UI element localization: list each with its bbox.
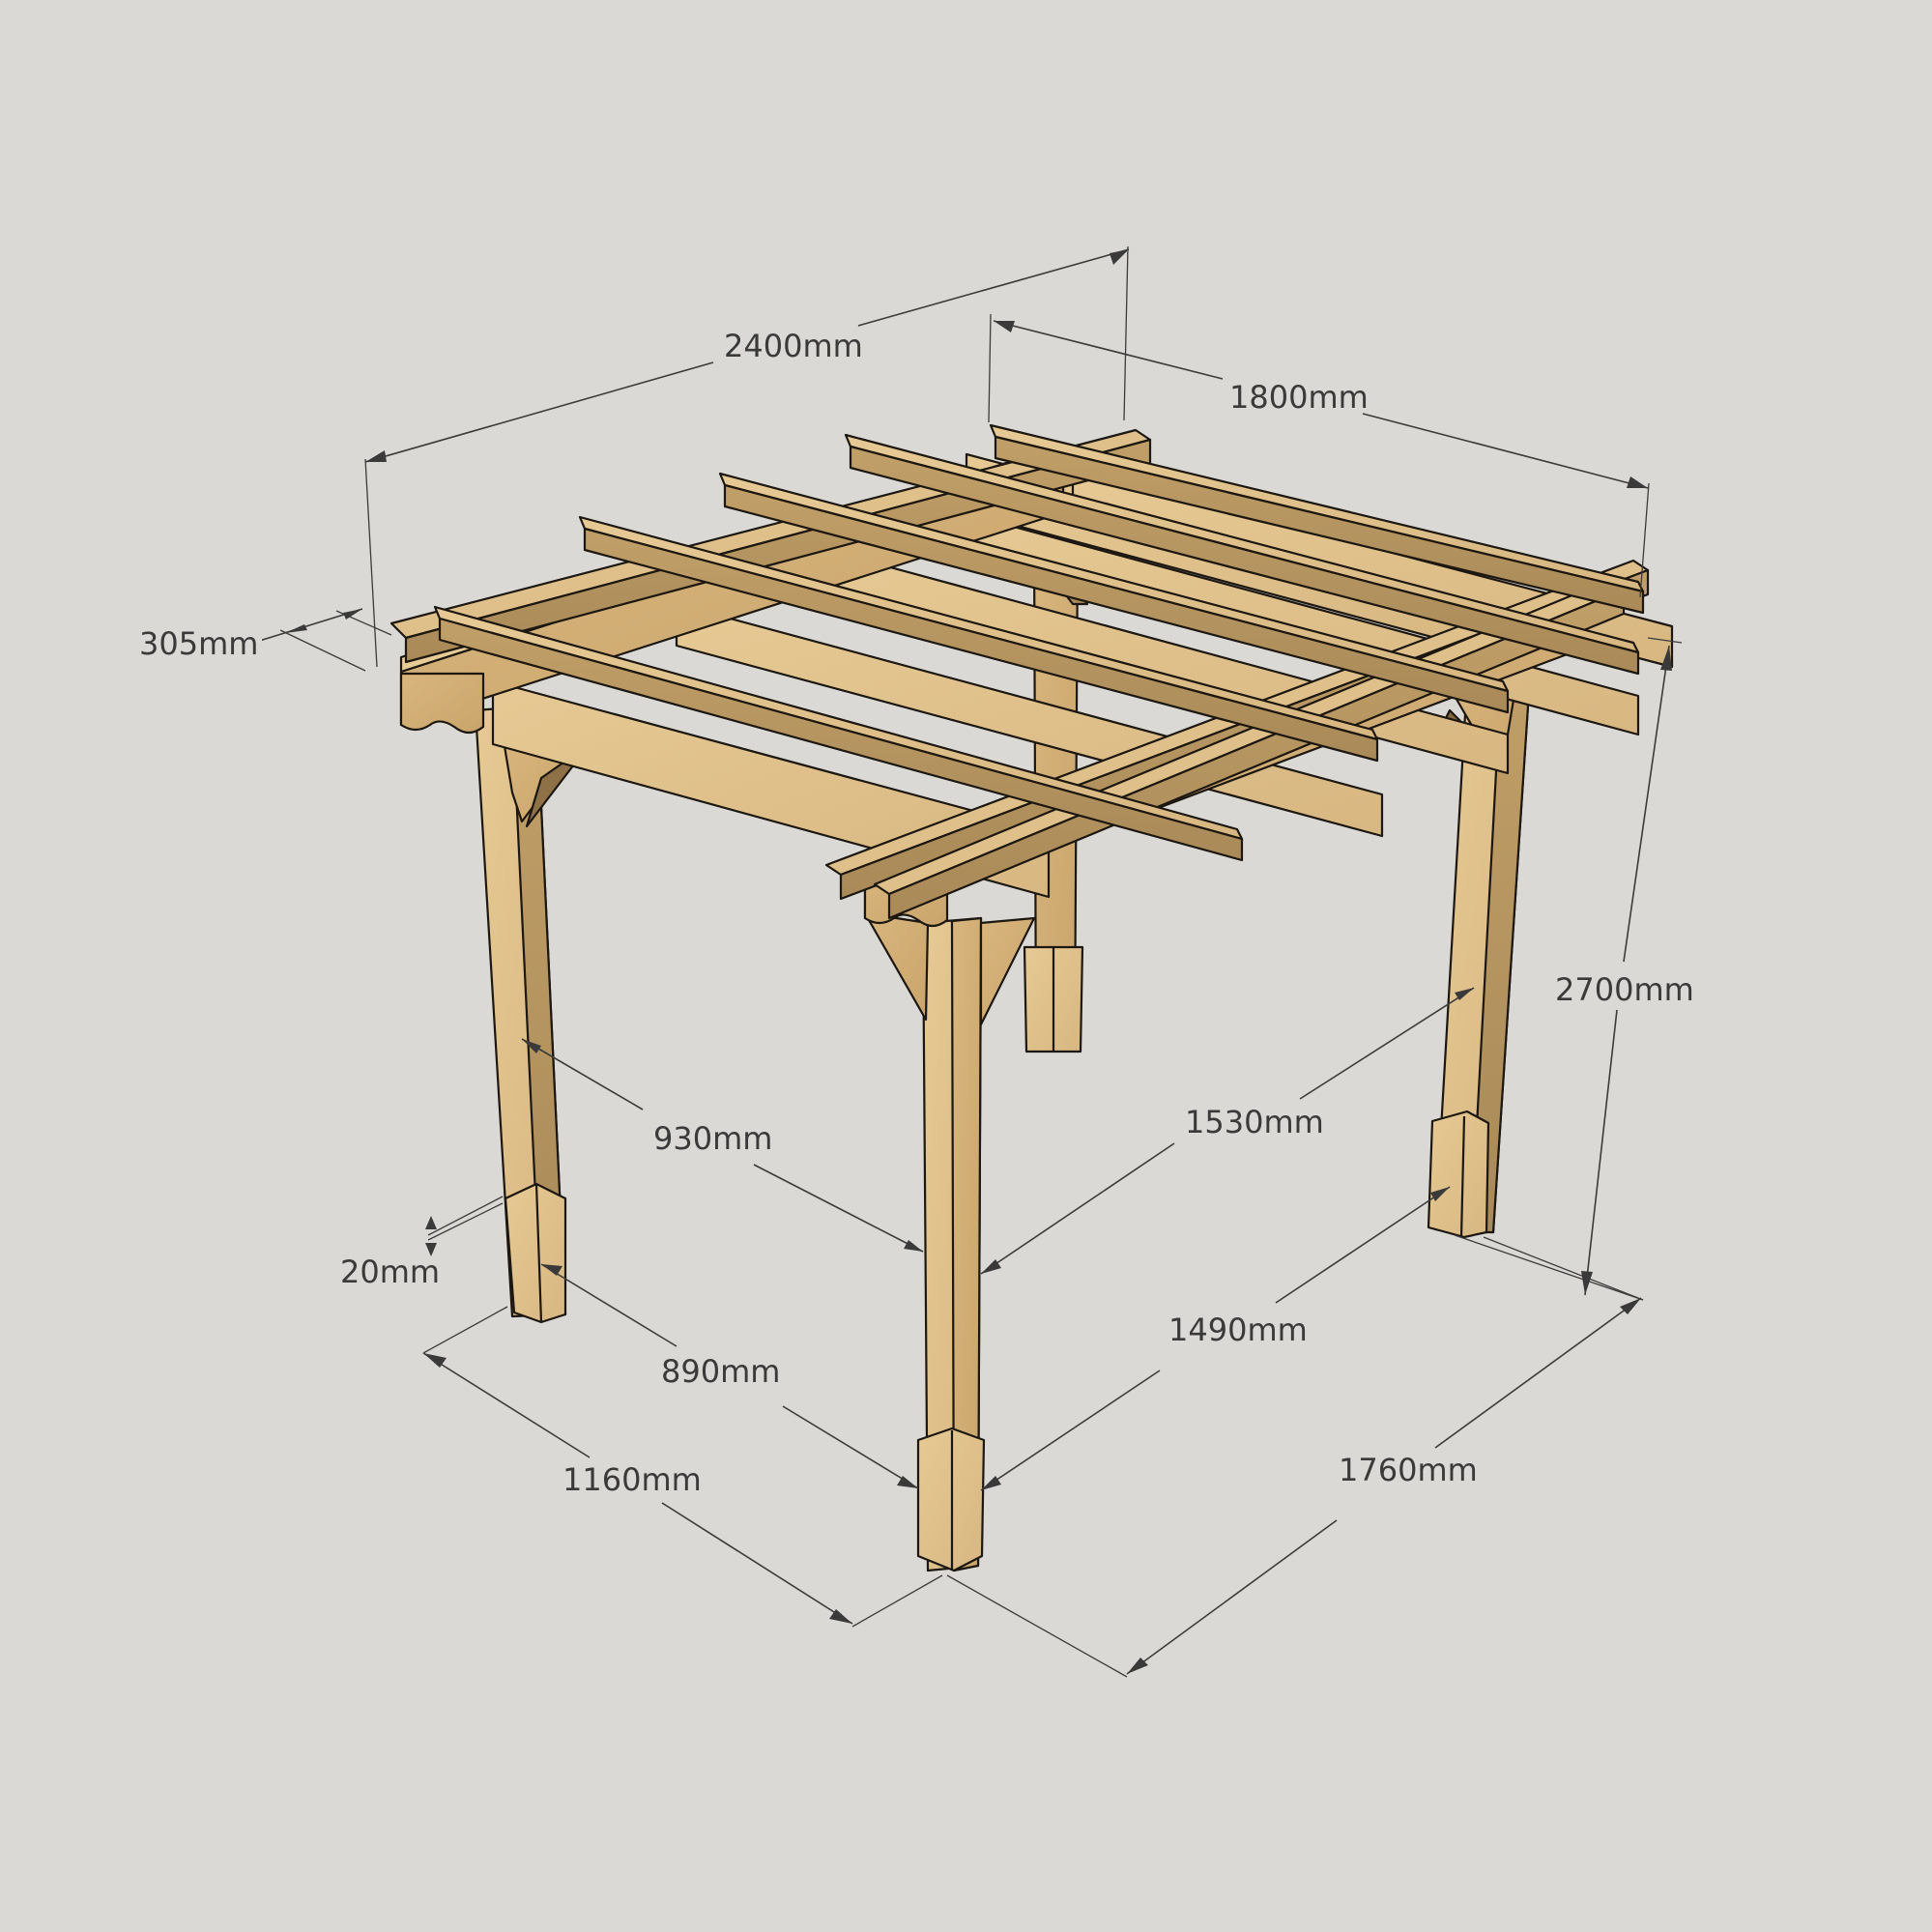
dimension-label-left-post-gap: 930mm [649, 1123, 777, 1154]
dimension-label-overall-width: 1800mm [1226, 382, 1372, 413]
dimension-label-base-offset: 20mm [336, 1256, 445, 1287]
dimension-label-right-post-gap: 1530mm [1181, 1107, 1328, 1138]
dimension-label-overall-height: 2700mm [1551, 974, 1698, 1005]
dimension-label-overall-length: 2400mm [720, 331, 867, 361]
dimension-label-left-footprint: 1160mm [559, 1464, 706, 1495]
left-post [474, 704, 591, 1324]
dimension-label-overhang: 305mm [135, 628, 263, 659]
dimension-lines [252, 245, 1683, 1678]
front-post [863, 911, 1036, 1572]
dimension-label-right-footprint: 1760mm [1335, 1455, 1482, 1485]
top-rails [433, 423, 1645, 862]
dimension-label-left-base-gap: 890mm [657, 1356, 785, 1387]
dimension-label-right-base-gap: 1490mm [1165, 1314, 1312, 1345]
